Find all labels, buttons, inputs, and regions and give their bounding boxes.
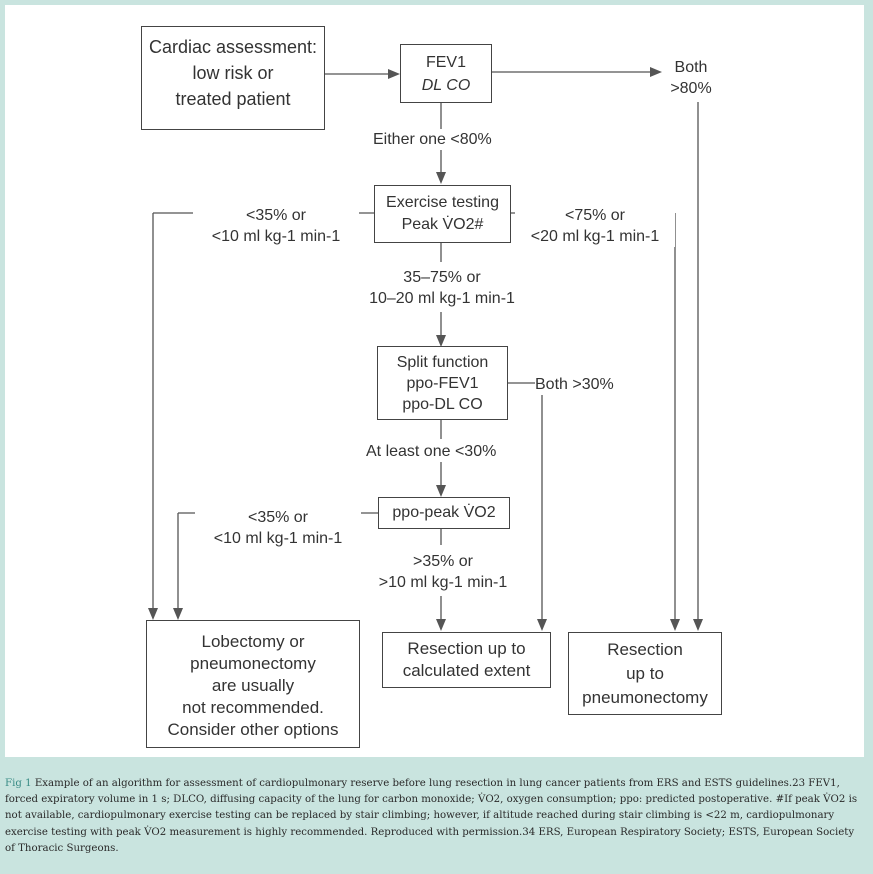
box-line: Cardiac assessment: xyxy=(148,37,318,57)
box-line: Lobectomy or xyxy=(201,632,305,651)
label-line: 10–20 ml kg-1 min-1 xyxy=(369,290,515,307)
arrowhead xyxy=(436,172,446,184)
box-line: are usually xyxy=(211,676,295,695)
box-line: ppo-peak V̇O2 xyxy=(392,504,496,521)
cardiac-assessment-box: Cardiac assessment: low risk or treated … xyxy=(141,26,325,130)
label-both-80: Both >80% xyxy=(663,57,719,99)
box-line: ppo-DL CO xyxy=(402,396,483,413)
resection-pneumonectomy-box: Resection up to pneumonectomy xyxy=(568,632,722,715)
box-line: ppo-FEV1 xyxy=(406,375,479,392)
label-either-80: Either one <80% xyxy=(373,129,492,150)
box-line: Resection xyxy=(607,640,683,659)
ppo-peak-vo2-box: ppo-peak V̇O2 xyxy=(378,497,510,529)
label-line: <10 ml kg-1 min-1 xyxy=(211,228,341,245)
label-line: >35% or xyxy=(412,553,474,570)
label-line: <75% or xyxy=(564,207,626,224)
arrowhead xyxy=(173,608,183,620)
resection-calculated-box: Resection up to calculated extent xyxy=(382,632,551,688)
arrowhead xyxy=(670,619,680,631)
label-right-75: <75% or <20 ml kg-1 min-1 xyxy=(515,205,675,247)
label-at-least-30: At least one <30% xyxy=(366,441,497,462)
exercise-testing-box: Exercise testing Peak V̇O2# xyxy=(374,185,511,243)
label-gt-35: >35% or >10 ml kg-1 min-1 xyxy=(363,551,523,593)
arrowhead xyxy=(650,67,662,77)
figure-label: Fig 1 xyxy=(5,778,32,789)
label-line: <35% or xyxy=(245,207,307,224)
box-line: Split function xyxy=(396,354,489,371)
box-line: pneumonectomy xyxy=(190,654,316,673)
label-line: <10 ml kg-1 min-1 xyxy=(213,530,343,547)
box-line: calculated extent xyxy=(402,661,531,680)
box-line: up to xyxy=(626,664,664,683)
box-line: FEV1 xyxy=(425,54,466,71)
box-line: Peak V̇O2# xyxy=(401,216,484,233)
fev-dlco-box: FEV1 DL CO xyxy=(400,44,492,103)
label-line: <20 ml kg-1 min-1 xyxy=(530,228,660,245)
label-line: At least one <30% xyxy=(366,443,497,460)
arrowhead xyxy=(436,619,446,631)
label-left-35-bottom: <35% or <10 ml kg-1 min-1 xyxy=(195,507,361,549)
flowchart-panel: Cardiac assessment: low risk or treated … xyxy=(5,5,864,757)
label-left-35-top: <35% or <10 ml kg-1 min-1 xyxy=(193,205,359,247)
label-both-30: Both >30% xyxy=(535,374,614,395)
arrowhead xyxy=(388,69,400,79)
arrowhead xyxy=(436,335,446,347)
box-line: Consider other options xyxy=(167,720,339,739)
caption-text: Example of an algorithm for assessment o… xyxy=(5,778,858,854)
arrowhead xyxy=(537,619,547,631)
label-line: Both >30% xyxy=(535,376,614,393)
lobectomy-box: Lobectomy or pneumonectomy are usually n… xyxy=(146,620,360,748)
label-line: >80% xyxy=(670,80,712,97)
figure-caption: Fig 1 Example of an algorithm for assess… xyxy=(5,776,867,857)
box-line: low risk or xyxy=(192,63,274,83)
arrowhead xyxy=(693,619,703,631)
label-line: <35% or xyxy=(247,509,309,526)
label-line: Both xyxy=(674,59,708,76)
label-mid-35-75: 35–75% or 10–20 ml kg-1 min-1 xyxy=(357,267,527,309)
arrowhead xyxy=(148,608,158,620)
label-line: >10 ml kg-1 min-1 xyxy=(378,574,508,591)
box-line: not recommended. xyxy=(182,698,324,717)
box-line: treated patient xyxy=(175,89,291,109)
box-line: Resection up to xyxy=(407,639,526,658)
label-line: 35–75% or xyxy=(403,269,481,286)
box-line: pneumonectomy xyxy=(582,688,708,707)
split-function-box: Split function ppo-FEV1 ppo-DL CO xyxy=(377,346,508,420)
label-line: Either one <80% xyxy=(373,131,492,148)
arrowhead xyxy=(436,485,446,497)
box-line: DL CO xyxy=(421,77,471,94)
box-line: Exercise testing xyxy=(386,194,499,211)
